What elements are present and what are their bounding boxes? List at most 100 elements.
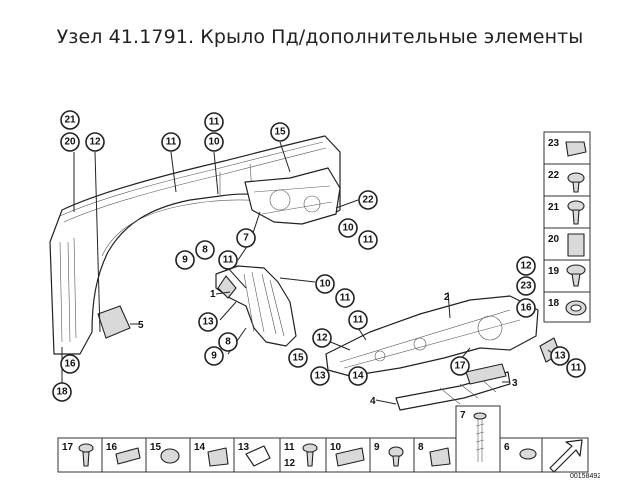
svg-text:16: 16	[520, 303, 532, 314]
svg-text:11: 11	[209, 117, 220, 128]
callout-8b[interactable]: 8	[218, 332, 238, 352]
callout-13b[interactable]: 13	[310, 366, 330, 386]
side-23: 23	[548, 138, 560, 149]
svg-text:9: 9	[211, 351, 217, 362]
clip-icon	[565, 141, 587, 157]
svg-text:18: 18	[56, 387, 68, 398]
strip-part	[395, 363, 511, 411]
side-18: 18	[548, 298, 560, 309]
inner-panel-part	[215, 265, 297, 347]
callout-12c[interactable]: 12	[516, 256, 536, 276]
callout-15a[interactable]: 15	[270, 122, 290, 142]
callout-8a[interactable]: 8	[195, 240, 215, 260]
arrow-icon	[549, 439, 583, 473]
svg-text:16: 16	[64, 359, 76, 370]
callout-13c[interactable]: 13	[550, 346, 570, 366]
side-22: 22	[548, 170, 560, 181]
bottom-12: 12	[284, 458, 296, 469]
callout-11c[interactable]: 11	[358, 230, 378, 250]
svg-text:13: 13	[202, 317, 214, 328]
callout-11d[interactable]: 11	[218, 250, 238, 270]
callout-15b[interactable]: 15	[288, 348, 308, 368]
svg-text:10: 10	[319, 279, 331, 290]
svg-text:11: 11	[223, 255, 234, 266]
svg-text:12: 12	[520, 261, 532, 272]
svg-text:15: 15	[292, 353, 304, 364]
callout-18a[interactable]: 18	[52, 382, 72, 402]
label-4: 4	[370, 396, 376, 407]
svg-text:9: 9	[182, 255, 188, 266]
callout-9b[interactable]: 9	[204, 346, 224, 366]
callout-10a[interactable]: 10	[204, 132, 224, 152]
svg-text:15: 15	[274, 127, 286, 138]
bottom-16: 16	[106, 442, 118, 453]
svg-text:22: 22	[362, 195, 374, 206]
callout-22a[interactable]: 22	[358, 190, 378, 210]
label-3: 3	[512, 378, 518, 389]
callout-11g[interactable]: 11	[566, 358, 586, 378]
svg-text:11: 11	[571, 363, 582, 374]
side-21: 21	[548, 202, 560, 213]
bottom-10: 10	[330, 442, 342, 453]
bottom-17: 17	[62, 442, 74, 453]
fender-part	[49, 135, 341, 355]
side-20: 20	[548, 234, 560, 245]
callout-12a[interactable]: 12	[85, 132, 105, 152]
bottom-15: 15	[150, 442, 162, 453]
bottom-13: 13	[238, 442, 250, 453]
svg-text:20: 20	[64, 137, 76, 148]
svg-text:8: 8	[225, 337, 231, 348]
diagram-id: 00158492	[570, 473, 600, 480]
svg-text:23: 23	[520, 281, 532, 292]
svg-text:21: 21	[64, 115, 76, 126]
plain-labels: 1 2 3 4 5	[138, 289, 518, 407]
callout-21[interactable]: 21	[60, 110, 80, 130]
callout-group: 21 20 12 11 11 10 15 22 10 11 7 8 9 11 1…	[52, 110, 586, 402]
side-panel: 23 22 21 20 19 18	[543, 131, 591, 323]
svg-text:13: 13	[314, 371, 326, 382]
callout-9a[interactable]: 9	[175, 250, 195, 270]
callout-17a[interactable]: 17	[450, 356, 470, 376]
bottom-14: 14	[194, 442, 206, 453]
callout-7[interactable]: 7	[236, 228, 256, 248]
svg-text:8: 8	[202, 245, 208, 256]
bottom-9: 9	[374, 442, 380, 453]
bottom-11: 11	[284, 442, 295, 453]
svg-text:13: 13	[554, 351, 566, 362]
callout-16a[interactable]: 16	[60, 354, 80, 374]
callout-13a[interactable]: 13	[198, 312, 218, 332]
bottom-row: 17 16 15 14 13 11 12 10 9 8	[57, 437, 457, 473]
svg-text:12: 12	[89, 137, 101, 148]
callout-10b[interactable]: 10	[338, 218, 358, 238]
callout-23a[interactable]: 23	[516, 276, 536, 296]
callout-11e[interactable]: 11	[335, 288, 355, 308]
svg-text:11: 11	[340, 293, 351, 304]
screw-detail: 7 6 00158492	[455, 405, 600, 480]
svg-text:12: 12	[316, 333, 328, 344]
callout-10c[interactable]: 10	[315, 274, 335, 294]
page-title: Узел 41.1791. Крыло Пд/дополнительные эл…	[56, 26, 584, 48]
label-2: 2	[444, 292, 450, 303]
parts-diagram: 21 20 12 11 11 10 15 22 10 11 7 8 9 11 1…	[40, 92, 600, 480]
svg-text:11: 11	[166, 137, 177, 148]
callout-11f[interactable]: 11	[348, 310, 368, 330]
callout-20[interactable]: 20	[60, 132, 80, 152]
callout-14[interactable]: 14	[348, 366, 368, 386]
callout-11a[interactable]: 11	[161, 132, 181, 152]
callout-11b[interactable]: 11	[204, 112, 224, 132]
bushing-icon	[567, 233, 585, 257]
svg-text:10: 10	[208, 137, 220, 148]
svg-text:11: 11	[353, 315, 364, 326]
label-1: 1	[210, 289, 216, 300]
label-7: 7	[460, 410, 466, 421]
svg-text:11: 11	[363, 235, 374, 246]
svg-text:14: 14	[352, 371, 364, 382]
svg-text:7: 7	[243, 233, 249, 244]
bottom-8: 8	[418, 442, 424, 453]
callout-12b[interactable]: 12	[312, 328, 332, 348]
callout-16b[interactable]: 16	[516, 298, 536, 318]
side-19: 19	[548, 266, 560, 277]
svg-text:17: 17	[454, 361, 466, 372]
diagram-canvas: 21 20 12 11 11 10 15 22 10 11 7 8 9 11 1…	[49, 110, 600, 480]
label-6: 6	[504, 442, 510, 453]
